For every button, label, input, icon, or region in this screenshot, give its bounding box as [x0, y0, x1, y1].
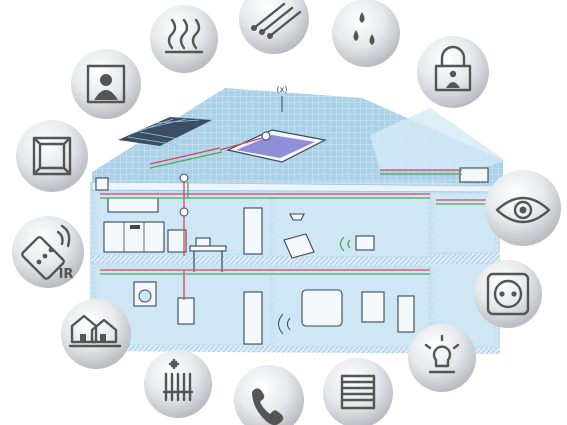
- solar-panel: [118, 117, 212, 146]
- lock-icon: [434, 45, 472, 92]
- houses-bubble[interactable]: [61, 299, 131, 369]
- heating-bubble[interactable]: [150, 5, 218, 73]
- radiator-bubble[interactable]: [144, 350, 212, 418]
- ir-remote-icon: [21, 224, 71, 280]
- surveillance-bubble[interactable]: [485, 170, 561, 246]
- heating-icon: [164, 18, 204, 54]
- antenna-label: (x): [277, 85, 288, 94]
- kitchen-cabinets: [103, 197, 165, 253]
- attic-box: [95, 177, 109, 191]
- light-bulb-icon: [424, 334, 460, 374]
- roof-antenna: (x): [277, 85, 288, 112]
- surveillance-eye-icon: [495, 196, 551, 224]
- water-drops-icon: [353, 12, 375, 45]
- pipes-icon: [251, 2, 302, 39]
- armchair: [283, 233, 315, 259]
- blinds-icon: [340, 374, 376, 410]
- telephone-icon: [252, 388, 284, 425]
- radiator-icon: [162, 358, 194, 402]
- signal-waves: [278, 313, 291, 335]
- ir-remote-bubble[interactable]: IR: [12, 216, 84, 288]
- desk: [189, 237, 227, 272]
- telephone-bubble[interactable]: [234, 365, 304, 425]
- houses-network-icon: [68, 314, 122, 348]
- speaker: [339, 235, 375, 252]
- window-icon: [32, 136, 72, 176]
- light-bulb-bubble[interactable]: [408, 324, 476, 392]
- junction-1: [179, 173, 189, 183]
- intercom-person-icon: [86, 64, 126, 104]
- ground-floor-slab: [92, 345, 500, 354]
- wiring: [100, 137, 494, 300]
- control-panel: [177, 297, 195, 325]
- lower-door: [243, 291, 263, 345]
- junction-2: [179, 207, 189, 217]
- roof-left: [92, 88, 362, 182]
- middle-floor-slab: [92, 255, 432, 266]
- socket-bubble[interactable]: [474, 260, 542, 328]
- intercom-bubble[interactable]: [71, 49, 141, 119]
- junction-3: [261, 131, 271, 141]
- ir-label: IR: [59, 267, 74, 282]
- roof-window: [226, 129, 327, 163]
- pipes-bubble[interactable]: [239, 0, 309, 54]
- water-drops-bubble[interactable]: [332, 0, 400, 67]
- side-room-upper: [434, 194, 494, 252]
- house: (x): [90, 85, 505, 354]
- window-bubble[interactable]: [16, 120, 88, 192]
- ceiling-lamp: [289, 213, 305, 221]
- power-socket-icon: [486, 272, 530, 316]
- lock-bubble[interactable]: [417, 36, 489, 108]
- blinds-bubble[interactable]: [323, 358, 393, 425]
- upper-door: [243, 207, 263, 255]
- attic-device: [459, 167, 489, 183]
- boiler: [301, 289, 415, 333]
- kitchen-stove: [167, 229, 187, 253]
- washing-machine: [133, 281, 157, 307]
- attic-wall: [370, 108, 505, 170]
